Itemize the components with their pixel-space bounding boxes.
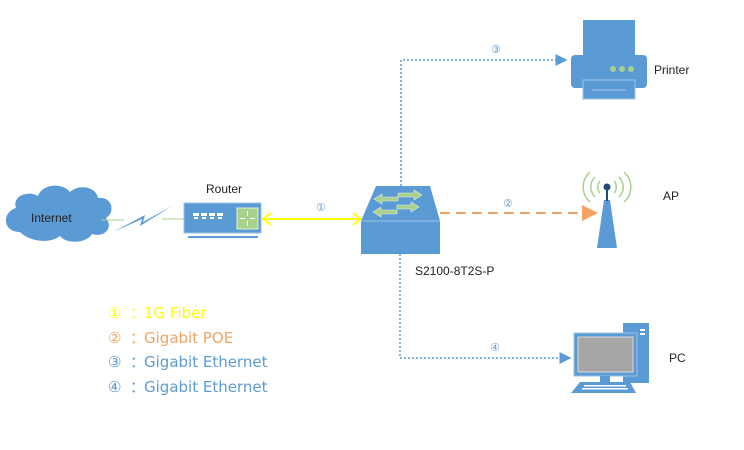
router-label: Router: [206, 182, 243, 196]
legend-item: ④：Gigabit Ethernet: [108, 377, 268, 396]
pc-label: PC: [669, 351, 686, 365]
legend-text: Gigabit Ethernet: [144, 353, 268, 371]
ap-label: AP: [663, 189, 680, 203]
legend-item: ②：Gigabit POE: [108, 328, 234, 347]
legend-item: ①：1G Fiber: [108, 304, 207, 322]
access-point-icon[interactable]: [582, 171, 632, 248]
link-1-marker: ①: [316, 202, 326, 214]
lightning-icon: [113, 206, 172, 232]
internet-label: Internet: [31, 211, 72, 225]
pc-icon[interactable]: [571, 323, 649, 393]
legend-item: ③：Gigabit Ethernet: [108, 353, 268, 371]
legend-text: Gigabit POE: [144, 328, 234, 347]
link-3-ethernet: [400, 54, 568, 186]
switch-label: S2100-8T2S-P: [415, 264, 495, 278]
switch-icon[interactable]: [361, 186, 440, 254]
link-4-marker: ④: [490, 342, 500, 354]
printer-label: Printer: [654, 63, 690, 77]
link-1-fiber: [261, 212, 363, 226]
printer-icon[interactable]: [571, 20, 647, 100]
link-2-marker: ②: [503, 198, 513, 210]
wan-link: [101, 206, 184, 232]
router-icon[interactable]: [183, 202, 262, 238]
link-4-ethernet: [399, 254, 572, 364]
legend-text: 1G Fiber: [144, 304, 207, 322]
legend-text: Gigabit Ethernet: [144, 377, 268, 396]
link-3-marker: ③: [491, 44, 501, 56]
internet-cloud-icon: [5, 185, 112, 242]
legend: ①：1G Fiber ②：Gigabit POE ③：Gigabit Ether…: [108, 301, 267, 399]
